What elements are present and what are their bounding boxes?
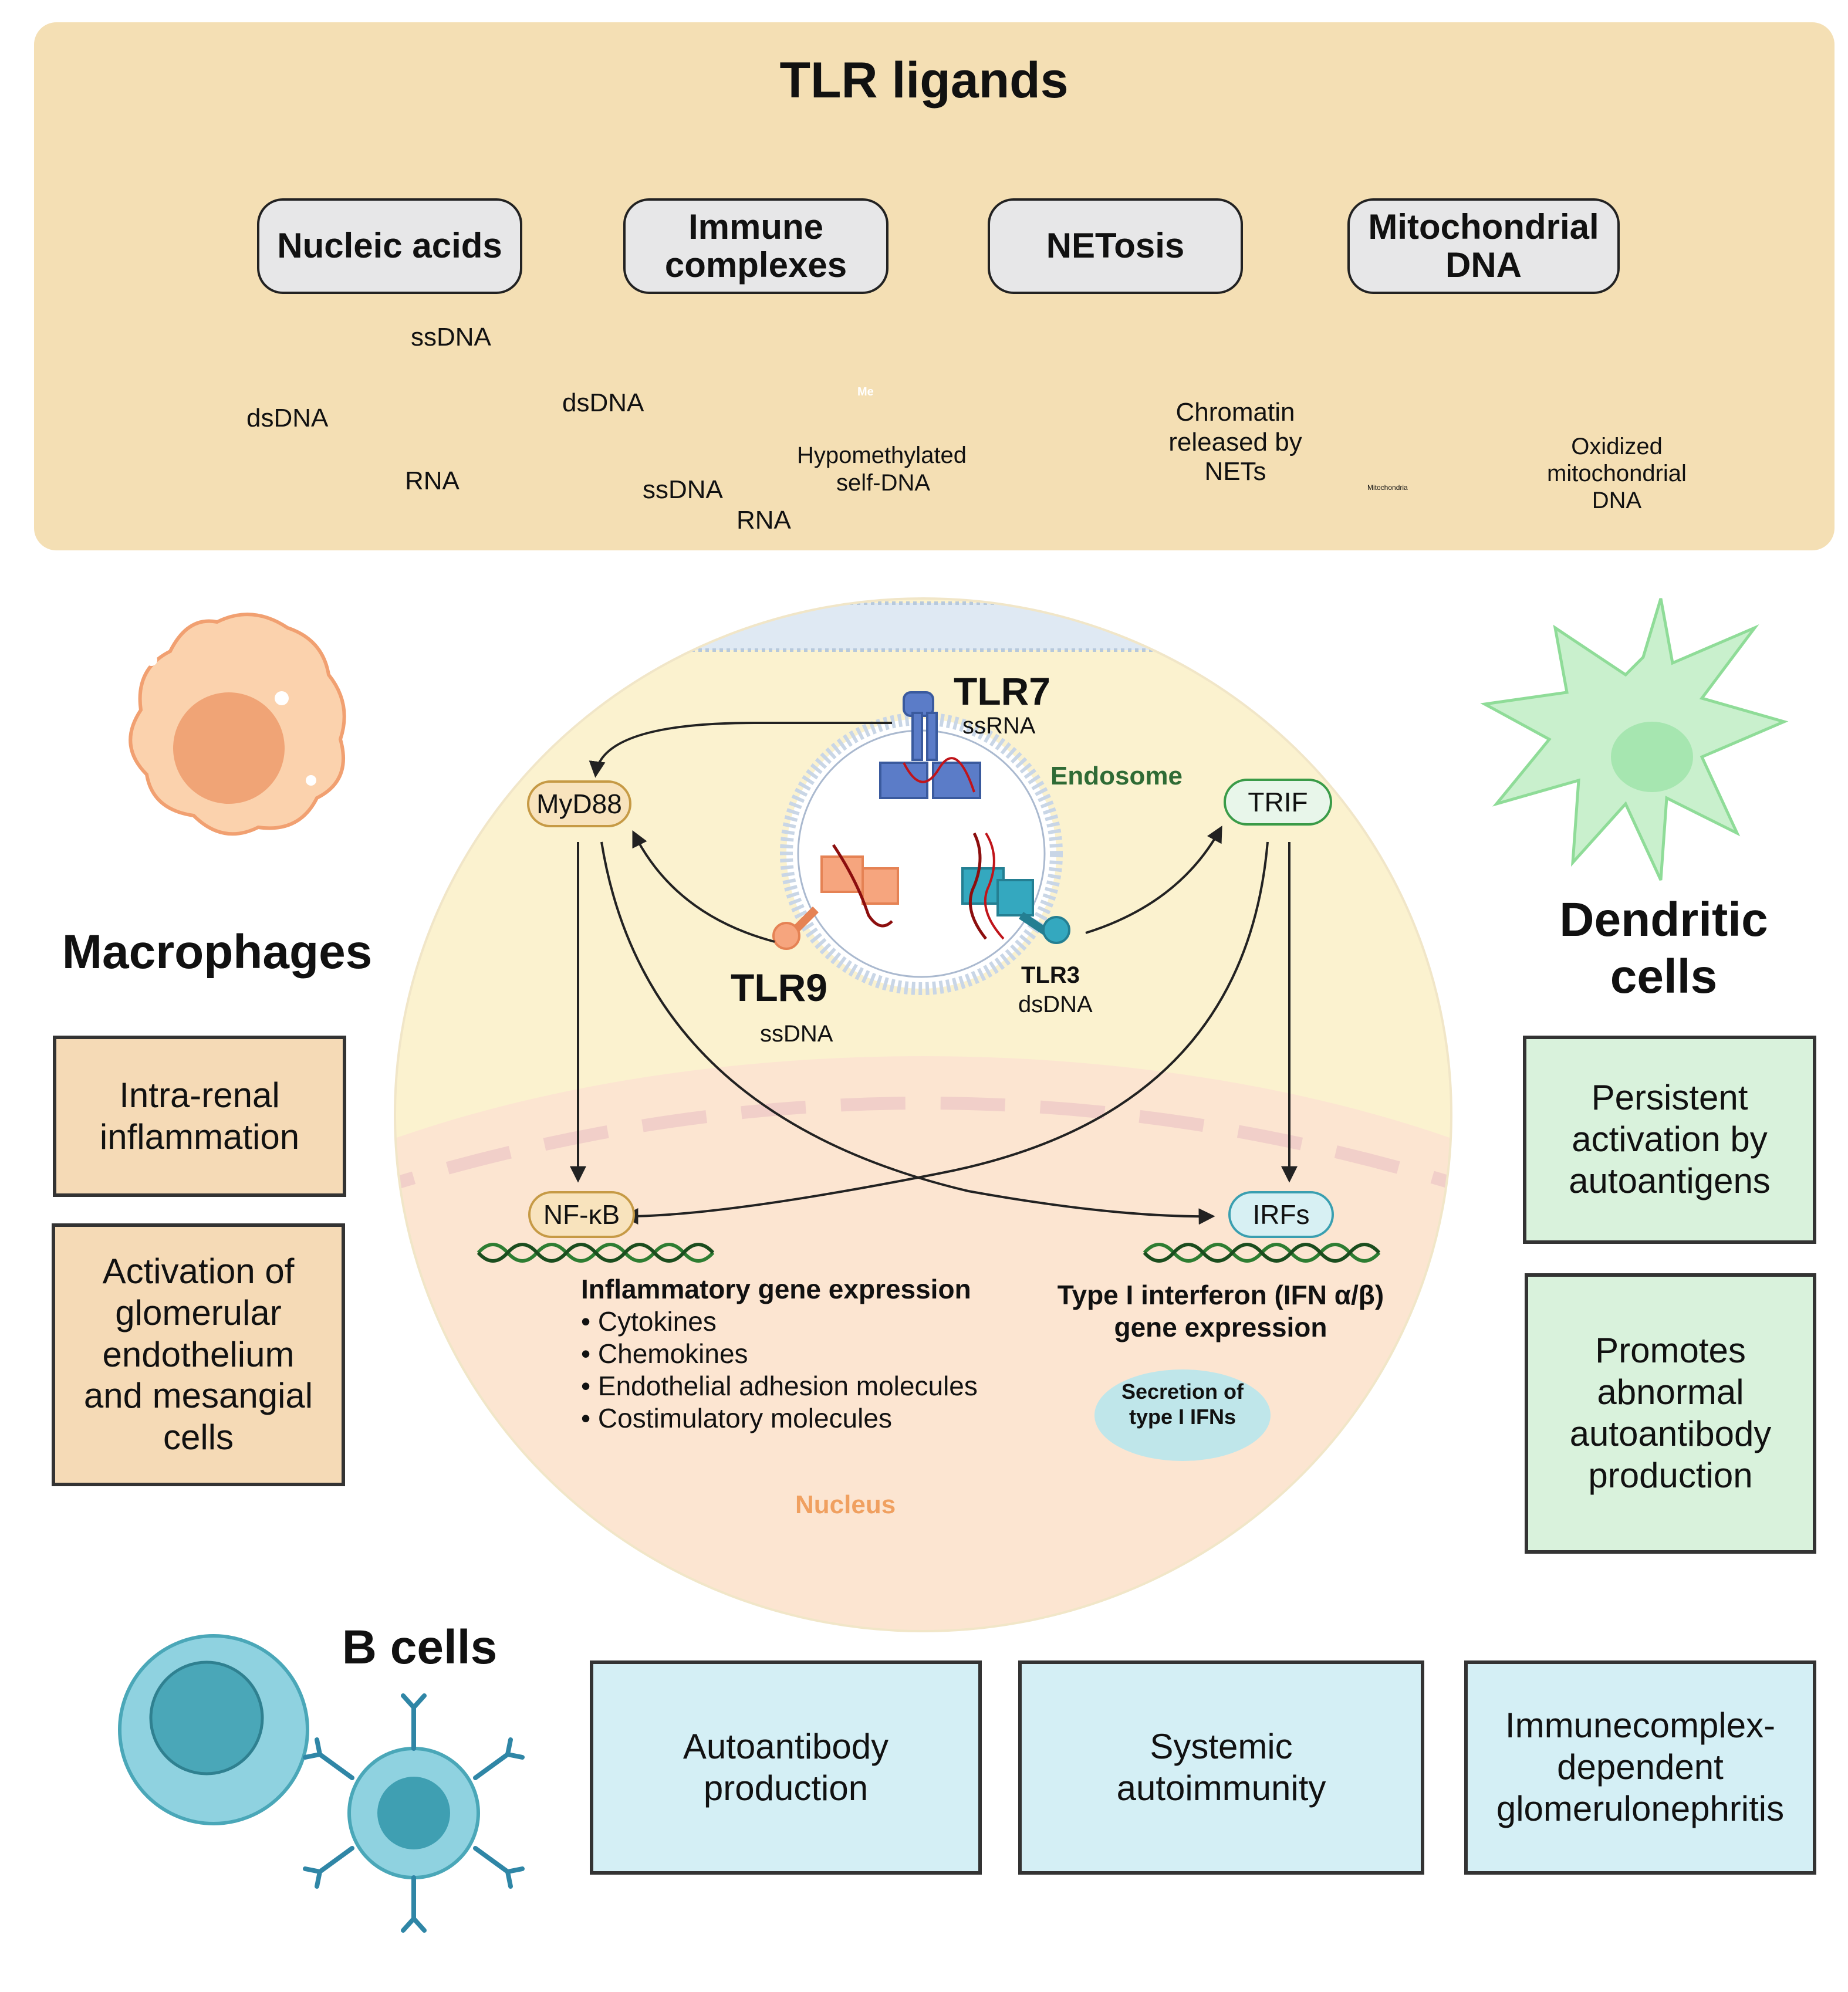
- nfkb-node: NF-κB: [528, 1191, 635, 1238]
- category-immune-complexes: Immune complexes: [623, 198, 888, 294]
- dna-helix-left: [477, 1243, 715, 1263]
- inflammatory-item: • Cytokines: [581, 1306, 717, 1337]
- secretion-label: Secretion of type I IFNs: [1121, 1379, 1244, 1429]
- dendritic-effect-box: Promotes abnormal autoantibody productio…: [1525, 1273, 1816, 1554]
- dendritic-cells-title: Dendritic cells: [1559, 893, 1768, 1003]
- label-ssdna: ssDNA: [411, 323, 491, 351]
- endosome-vesicle: [780, 712, 1063, 995]
- secretion-bubble: [1094, 1369, 1271, 1461]
- tlr3-receptor: [961, 867, 1070, 944]
- b-cell-effect-box: Immunecomplex- dependent glomerulonephri…: [1464, 1660, 1816, 1875]
- tlr3-label: TLR3: [1021, 962, 1080, 988]
- dendritic-effect-box: Persistent activation by autoantigens: [1523, 1036, 1816, 1244]
- pathway-arrows: [570, 722, 1298, 1225]
- label-dsdna: dsDNA: [246, 404, 329, 432]
- panel-title: TLR ligands: [779, 52, 1069, 109]
- category-netosis: NETosis: [988, 198, 1243, 294]
- label-ssdna: ssDNA: [643, 475, 723, 504]
- inflammatory-item: • Chemokines: [581, 1338, 748, 1369]
- label-rna: RNA: [737, 506, 791, 535]
- myd88-node: MyD88: [527, 780, 631, 827]
- irfs-node: IRFs: [1228, 1191, 1334, 1238]
- label-self-dna: self-DNA: [836, 470, 931, 496]
- macrophage-effect-box: Intra-renal inflammation: [53, 1036, 346, 1197]
- inflammatory-item: • Costimulatory molecules: [581, 1403, 892, 1433]
- label-oxidized-mtdna: Oxidized mitochondrial DNA: [1547, 434, 1687, 513]
- label-chromatin-nets: Chromatin released by NETs: [1168, 398, 1302, 486]
- methyl-label: Me: [857, 385, 874, 398]
- category-nucleic-acids: Nucleic acids: [257, 198, 522, 294]
- macrophage-effect-box: Activation of glomerular endothelium and…: [52, 1223, 345, 1486]
- tlr9-label: TLR9: [731, 966, 827, 1009]
- tlr9-receptor: [772, 855, 899, 950]
- macrophages-title: Macrophages: [62, 925, 373, 979]
- nucleus-label: Nucleus: [795, 1490, 896, 1519]
- tlr7-ligand: ssRNA: [962, 713, 1036, 739]
- label-mitochondria-small: Mitochondria: [1367, 483, 1408, 492]
- label-dsdna: dsDNA: [562, 388, 644, 417]
- b-cell-illustration: [118, 1634, 525, 1933]
- b-cell-effect-box: Autoantibody production: [590, 1660, 982, 1875]
- dna-helix-right: [1143, 1243, 1381, 1263]
- inflammatory-item: • Endothelial adhesion molecules: [581, 1371, 978, 1401]
- macrophage-illustration: [129, 613, 346, 836]
- label-hypomethylated: Hypomethylated: [797, 442, 967, 468]
- tlr3-ligand: dsDNA: [1018, 992, 1093, 1017]
- tlr9-ligand: ssDNA: [760, 1021, 833, 1047]
- b-cells-title: B cells: [342, 1621, 498, 1674]
- endosome-label: Endosome: [1050, 762, 1183, 790]
- label-rna: RNA: [405, 466, 460, 495]
- trif-node: TRIF: [1224, 779, 1332, 826]
- b-cell-effect-box: Systemic autoimmunity: [1018, 1660, 1424, 1875]
- category-mitochondrial-dna: Mitochondrial DNA: [1347, 198, 1620, 294]
- inflammatory-gene-title: Inflammatory gene expression: [581, 1274, 971, 1304]
- dendritic-cell-illustration: [1480, 598, 1789, 881]
- tlr7-receptor: [879, 691, 981, 799]
- tlr7-label: TLR7: [954, 669, 1050, 713]
- ifn-gene-title: Type I interferon (IFN α/β) gene express…: [1057, 1280, 1384, 1343]
